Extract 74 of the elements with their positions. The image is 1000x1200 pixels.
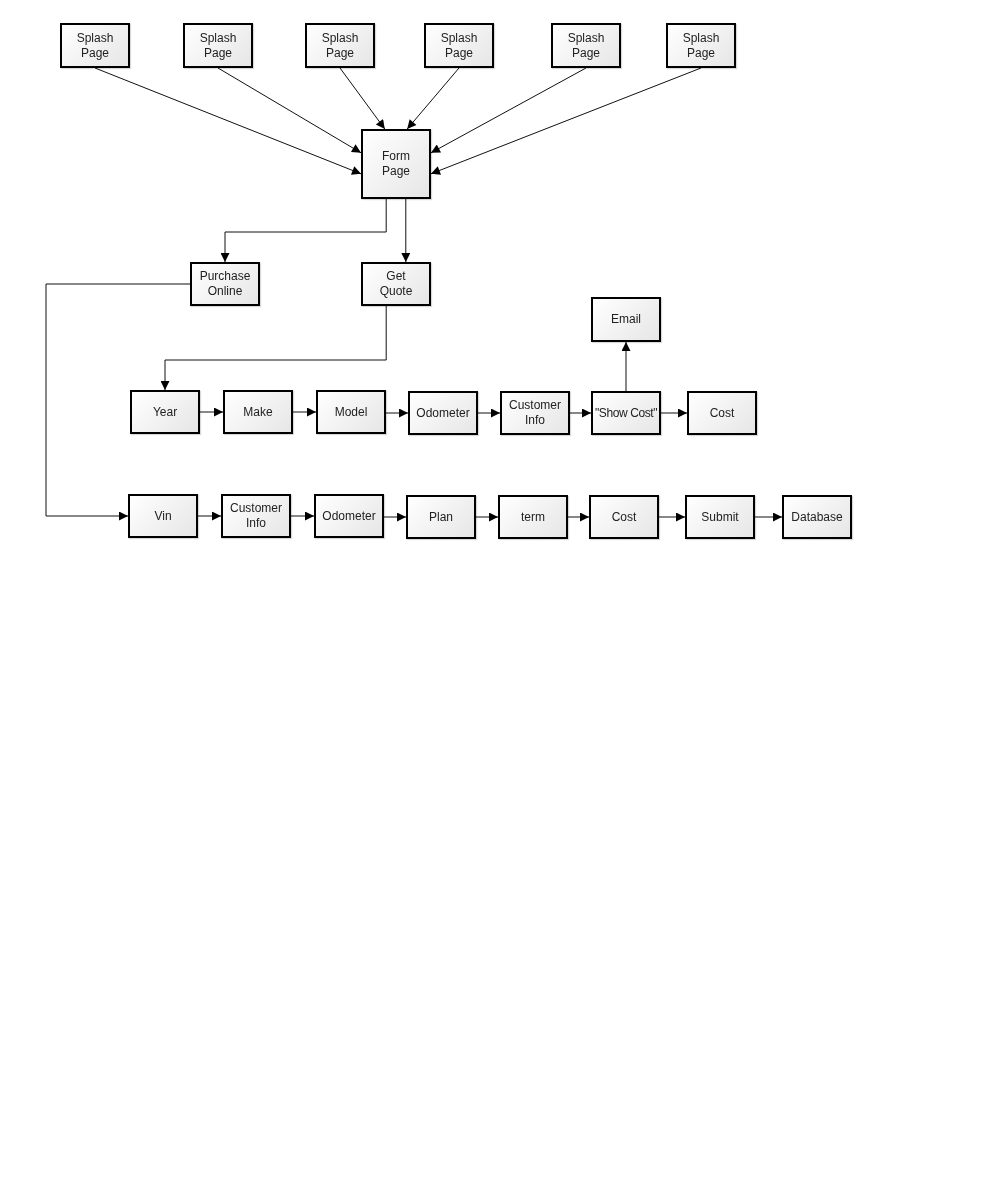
- process-box: [591, 297, 661, 342]
- process-box: [591, 391, 661, 435]
- box-label: Splash Page: [320, 30, 360, 61]
- process-box: [60, 23, 130, 68]
- box-label: Customer Info: [229, 501, 283, 531]
- box-label: Get Quote: [378, 269, 414, 299]
- process-box: [782, 495, 852, 539]
- arrow: [567, 512, 590, 522]
- box-label: Cost: [708, 405, 736, 421]
- box-label: Splash Page: [681, 30, 721, 61]
- process-box: [361, 262, 431, 306]
- arrow: [220, 198, 387, 263]
- arrow: [385, 408, 409, 418]
- arrow: [94, 67, 362, 175]
- box-label: Plan: [428, 509, 454, 525]
- box-label: Purchase Online: [198, 269, 252, 299]
- process-box: [666, 23, 736, 68]
- box-label: Database: [790, 509, 844, 525]
- box-label: Year: [151, 404, 179, 420]
- arrow: [658, 512, 686, 522]
- arrow: [292, 407, 317, 417]
- box-label: Make: [242, 404, 274, 420]
- process-box: [221, 494, 291, 538]
- process-box: [687, 391, 757, 435]
- arrow: [290, 511, 315, 521]
- arrow: [621, 341, 631, 392]
- process-box: [190, 262, 260, 306]
- arrow: [569, 408, 592, 418]
- arrow: [660, 408, 688, 418]
- arrow: [401, 198, 411, 263]
- process-box: [424, 23, 494, 68]
- arrow: [406, 67, 460, 130]
- process-box: [223, 390, 293, 434]
- process-box: [316, 390, 386, 434]
- process-box: [130, 390, 200, 434]
- arrow: [477, 408, 501, 418]
- process-box: [498, 495, 568, 539]
- box-label: Splash Page: [439, 30, 479, 61]
- box-label: Model: [333, 404, 369, 420]
- arrow: [217, 67, 362, 154]
- box-label: Email: [610, 312, 642, 327]
- arrow: [160, 305, 387, 391]
- box-label: Splash Page: [566, 30, 606, 61]
- box-label: term: [520, 509, 546, 525]
- arrow: [475, 512, 499, 522]
- process-box: [128, 494, 198, 538]
- process-box: [183, 23, 253, 68]
- process-box: [406, 495, 476, 539]
- arrow: [430, 67, 587, 154]
- arrow: [45, 283, 191, 521]
- box-label: Submit: [700, 509, 740, 525]
- arrow: [383, 512, 407, 522]
- box-label: Cost: [610, 509, 638, 525]
- box-label: Form Page: [381, 149, 411, 179]
- process-box: [500, 391, 570, 435]
- box-label: Splash Page: [75, 30, 115, 61]
- arrow: [754, 512, 783, 522]
- arrow: [199, 407, 224, 417]
- process-box: [361, 129, 431, 199]
- box-label: "Show Cost": [594, 405, 658, 421]
- process-box: [314, 494, 384, 538]
- process-box: [305, 23, 375, 68]
- box-label: Vin: [153, 508, 173, 524]
- arrow: [430, 67, 702, 175]
- arrow: [339, 67, 386, 130]
- process-box: [408, 391, 478, 435]
- process-box: [589, 495, 659, 539]
- box-label: Odometer: [415, 405, 471, 421]
- process-box: [551, 23, 621, 68]
- arrow: [197, 511, 222, 521]
- box-label: Customer Info: [508, 398, 562, 428]
- box-label: Odometer: [321, 508, 377, 524]
- process-box: [685, 495, 755, 539]
- box-label: Splash Page: [198, 30, 238, 61]
